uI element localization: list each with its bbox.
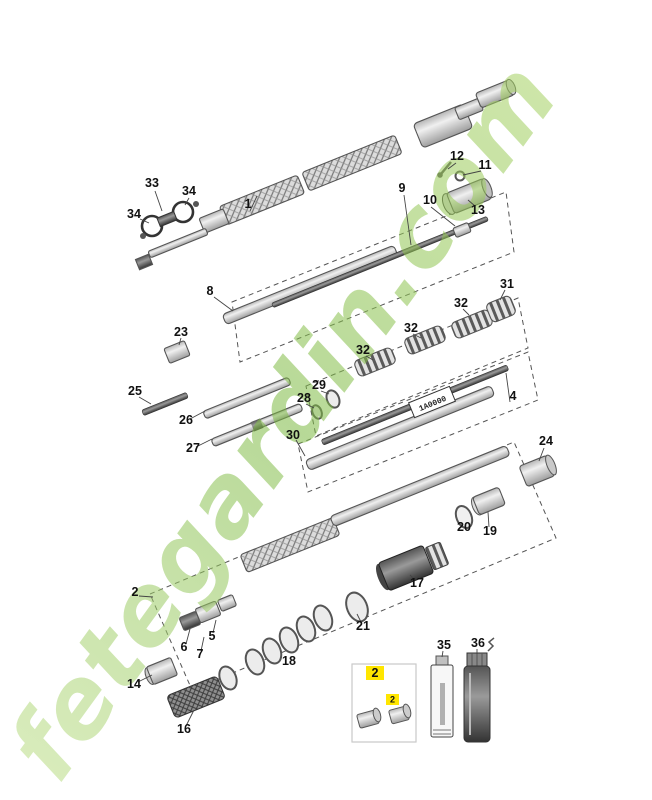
part-label-25[interactable]: 25: [128, 384, 142, 398]
inset-thumbnail-b[interactable]: [388, 703, 412, 725]
part-7-washer: [195, 600, 221, 624]
part-label-10[interactable]: 10: [423, 193, 437, 207]
part-17-clamp-sleeve: [376, 541, 449, 591]
part-label-23[interactable]: 23: [174, 325, 188, 339]
part-11-12-13-coupler: [437, 161, 493, 215]
part-27-shaft: [211, 403, 303, 447]
part-label-32b[interactable]: 32: [404, 321, 418, 335]
leader-lines: [137, 162, 545, 727]
part-26-shaft: [203, 377, 291, 419]
part-label-18[interactable]: 18: [282, 654, 296, 668]
part-label-32c[interactable]: 32: [356, 343, 370, 357]
part-label-31[interactable]: 31: [500, 277, 514, 291]
part-30-liner-tube: [305, 386, 495, 470]
part-label-16[interactable]: 16: [177, 722, 191, 736]
part-16-knurled-sleeve: [167, 665, 238, 718]
part-23-bushing: [163, 340, 191, 364]
inset-part-number[interactable]: 2: [372, 666, 379, 680]
part-label-24[interactable]: 24: [539, 434, 553, 448]
washer-11: [454, 170, 466, 182]
part-label-26[interactable]: 26: [179, 413, 193, 427]
part-32-springs: [354, 309, 493, 377]
inset-highlight-a[interactable]: [366, 666, 384, 680]
part-31-spring: [486, 295, 516, 323]
part-36-bottle: [463, 637, 495, 743]
inset-box[interactable]: [351, 663, 417, 743]
inset-sub-number[interactable]: 2: [390, 695, 395, 705]
shaft-tube: [330, 445, 510, 527]
part-label-2[interactable]: 2: [132, 585, 139, 599]
part-label-12[interactable]: 12: [450, 149, 464, 163]
part-label-1[interactable]: 1: [245, 197, 252, 211]
part-21-ring: [345, 591, 369, 623]
part-33-34-coupling-rings: [140, 200, 199, 239]
part-20-ring: [454, 504, 474, 530]
part-label-5[interactable]: 5: [209, 629, 216, 643]
part-label-8[interactable]: 8: [207, 284, 214, 298]
part-35-adhesive-tube: [430, 655, 454, 738]
part-label-14[interactable]: 14: [127, 677, 141, 691]
part-label-13[interactable]: 13: [471, 203, 485, 217]
inset-highlight-b[interactable]: [386, 694, 399, 705]
part-19-cap: [471, 487, 506, 516]
part-label-28[interactable]: 28: [297, 391, 311, 405]
part-24-bushing: [519, 454, 557, 487]
part-label-21[interactable]: 21: [356, 619, 370, 633]
part-2-shaft-assembly: [179, 445, 510, 676]
part-label-30[interactable]: 30: [286, 428, 300, 442]
part-top-end-sleeve: [413, 78, 517, 148]
part-label-32a[interactable]: 32: [454, 296, 468, 310]
part-25-pin: [141, 392, 189, 416]
part-label-33[interactable]: 33: [145, 176, 159, 190]
outline-linertube-group: [297, 351, 539, 493]
part-label-11[interactable]: 11: [478, 158, 491, 172]
part-label-34b[interactable]: 34: [127, 207, 141, 221]
part-9-10-driveshaft: [271, 216, 489, 308]
inset-thumbnail-a[interactable]: [356, 707, 383, 729]
part-28-ring: [311, 404, 323, 420]
part-label-7[interactable]: 7: [197, 647, 204, 661]
part-label-34a[interactable]: 34: [182, 184, 196, 198]
screw-12: [437, 172, 443, 178]
part-label-9[interactable]: 9: [399, 181, 406, 195]
part-29-ring: [325, 389, 341, 409]
part-label-29[interactable]: 29: [312, 378, 326, 392]
part-label-35[interactable]: 35: [437, 638, 451, 652]
part-1-protective-hose: [134, 135, 402, 271]
bottle-clip: [487, 637, 495, 652]
part-label-36[interactable]: 36: [471, 636, 485, 650]
part-5-collar: [217, 594, 237, 612]
selected-part-inset[interactable]: 2 2: [351, 663, 417, 743]
part-label-4[interactable]: 4: [510, 389, 517, 403]
outline-spring-group: [305, 297, 529, 437]
outline-driveshaft-group: [231, 191, 515, 363]
part-labels: 33 34 34 1 12 11 9 10 13 8 31 32 32 32 2…: [127, 149, 553, 736]
hose-segment: [240, 517, 340, 573]
part-18-rings: [244, 604, 334, 676]
part-label-20[interactable]: 20: [457, 520, 471, 534]
part-label-6[interactable]: 6: [181, 640, 188, 654]
part-label-17[interactable]: 17: [410, 576, 424, 590]
part-label-19[interactable]: 19: [483, 524, 497, 538]
part-label-27[interactable]: 27: [186, 441, 200, 455]
